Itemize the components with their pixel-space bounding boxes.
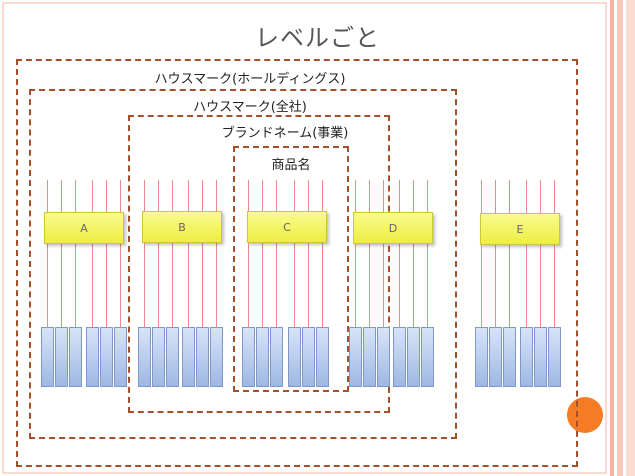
product-item <box>520 327 533 387</box>
level-label-holdings: ハウスマーク(ホールディングス) <box>154 72 346 87</box>
brand-box-d: D <box>353 212 433 244</box>
product-item <box>393 327 406 387</box>
product-item <box>138 327 151 387</box>
product-item <box>302 327 315 387</box>
product-item <box>475 327 488 387</box>
brand-box-e: E <box>480 213 560 245</box>
level-box-company <box>29 89 457 439</box>
connector-lines <box>47 180 555 328</box>
product-item <box>407 327 420 387</box>
product-item <box>316 327 329 387</box>
product-item <box>242 327 255 387</box>
product-item <box>421 327 434 387</box>
stripe-3 <box>626 0 635 476</box>
slide-title: レベルごと <box>255 24 380 52</box>
product-item <box>114 327 127 387</box>
product-item <box>166 327 179 387</box>
level-label-business: ブランドネーム(事業) <box>221 126 349 141</box>
level-box-holdings <box>16 59 578 467</box>
level-box-business <box>128 115 390 413</box>
product-item <box>210 327 223 387</box>
level-label-company: ハウスマーク(全社) <box>193 100 307 115</box>
stripe-1 <box>610 0 614 476</box>
outer-frame <box>2 2 607 474</box>
product-item <box>548 327 561 387</box>
product-item <box>270 327 283 387</box>
product-item <box>534 327 547 387</box>
product-item <box>41 327 54 387</box>
product-item <box>377 327 390 387</box>
level-label-product: 商品名 <box>271 158 311 173</box>
product-item <box>100 327 113 387</box>
product-item <box>288 327 301 387</box>
product-item <box>503 327 516 387</box>
level-box-product <box>233 146 349 392</box>
brand-box-b: B <box>142 211 222 243</box>
product-item <box>152 327 165 387</box>
product-item <box>489 327 502 387</box>
product-item <box>196 327 209 387</box>
product-item <box>349 327 362 387</box>
product-item <box>69 327 82 387</box>
product-item <box>55 327 68 387</box>
product-item <box>363 327 376 387</box>
product-item <box>86 327 99 387</box>
product-item <box>182 327 195 387</box>
brand-box-a: A <box>44 212 124 244</box>
brand-box-c: C <box>247 211 327 243</box>
stripe-2 <box>617 0 623 476</box>
product-item <box>256 327 269 387</box>
